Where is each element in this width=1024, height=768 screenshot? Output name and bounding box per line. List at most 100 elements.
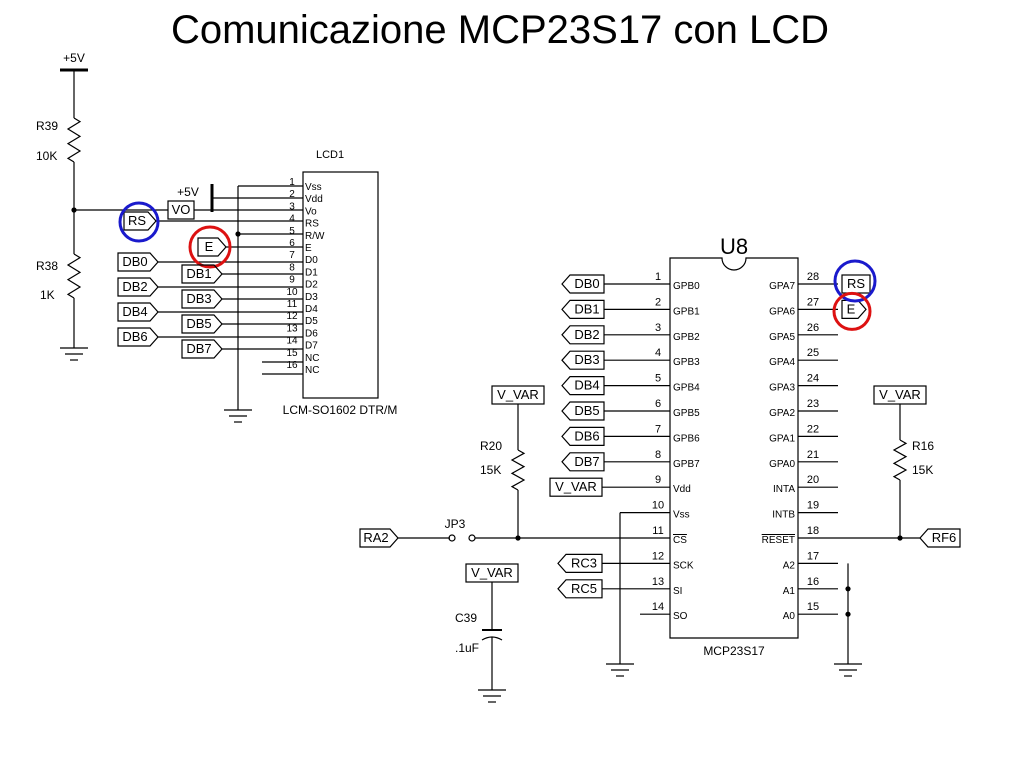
db-tag-mid-label: DB7 (186, 341, 211, 356)
r20-ref: R20 (480, 439, 502, 453)
lcd-pin-name: Vss (305, 182, 322, 193)
rf6-tag (919, 528, 961, 548)
lcd-pin-name: NC (305, 365, 319, 376)
mcp-left-pin-number: 11 (652, 525, 663, 537)
lcd-pin-number: 13 (286, 323, 298, 334)
mcp-part: MCP23S17 (703, 644, 765, 658)
lcd-pin-number: 4 (289, 214, 295, 225)
components (60, 68, 961, 703)
mcp-right-pin-name: GPA6 (769, 306, 795, 317)
lcd-pin-number: 15 (286, 348, 298, 359)
mcp-left-pin-number: 12 (652, 550, 664, 562)
r20-value: 15K (480, 463, 501, 477)
mcp-rc-tag (557, 553, 603, 574)
mcp-left-pin-number: 5 (655, 373, 661, 385)
ra2-tag (359, 528, 399, 548)
mcp-db-tag-label: DB1 (574, 301, 599, 316)
junction-dot (235, 231, 241, 237)
vvar-vdd-tag (549, 477, 603, 497)
mcp-right-pin-number: 17 (807, 550, 819, 562)
mcp-right-pin-name: GPA5 (769, 332, 795, 343)
mcp-right-pin-number: 22 (807, 423, 819, 435)
db-tag-mid-label: DB3 (186, 291, 211, 306)
highlight-ring-rs-mcp (833, 259, 877, 303)
mcp-left-pin-name: GPB1 (673, 306, 700, 317)
jumper-pin (468, 534, 476, 542)
lcd-pin-number: 10 (286, 287, 298, 298)
lcd-pin-name: D4 (305, 304, 318, 315)
lcd-pin-name: D3 (305, 292, 318, 303)
mcp-right-pin-number: 28 (807, 271, 819, 283)
e-tag-label: E (205, 239, 214, 254)
rf6-tag-label: RF6 (932, 530, 957, 545)
mcp-db-tag-label: DB2 (574, 327, 599, 342)
mcp-right-pin-name: A0 (783, 611, 796, 622)
lcd-pin-name: D5 (305, 316, 318, 327)
lcd-pin-name: RS (305, 219, 319, 230)
mcp-db-tag (561, 350, 605, 370)
slide-title: Comunicazione MCP23S17 con LCD (170, 8, 830, 52)
mcp-db-tag-label: DB7 (574, 454, 599, 469)
mcp-right-pin-name: GPA2 (769, 408, 795, 419)
db-tag-left-label: DB4 (122, 304, 147, 319)
vo-tag-label: VO (172, 202, 191, 217)
r16-resistor (892, 439, 908, 481)
lcd-pin-number: 11 (287, 299, 298, 310)
mcp-left-pin-number: 10 (652, 500, 664, 512)
mcp-left-pin-number: 4 (655, 347, 661, 359)
lcd-pin-name: NC (305, 353, 319, 364)
mcp-right-pin-number: 18 (807, 525, 819, 537)
junction-dot (845, 586, 851, 592)
vvar-cap-tag (465, 563, 519, 583)
db-tag-left (117, 277, 159, 297)
r16-ref: R16 (912, 439, 934, 453)
vvar-r16-tag-label: V_VAR (879, 387, 921, 402)
mcp-left-pin-name: GPB5 (673, 408, 700, 419)
mcp-left-pin-name: GPB4 (673, 383, 700, 394)
db-tag-mid-label: DB1 (186, 266, 211, 281)
mcp-ref: U8 (720, 234, 748, 259)
db-tag-mid (181, 264, 223, 284)
highlight-ring-e (188, 225, 232, 269)
lcd-pin-name: R/W (305, 231, 325, 242)
db-tag-left-label: DB2 (122, 279, 147, 294)
c39-value: .1uF (455, 641, 479, 655)
mcp-right-pin-number: 20 (807, 474, 819, 486)
lcd-pin-number: 2 (289, 189, 295, 200)
mcp-left-pin-number: 14 (652, 601, 664, 613)
mcp-rc-tag-label: RC3 (571, 555, 597, 570)
mcp-db-tag (561, 376, 605, 396)
supply-label: +5V (63, 51, 85, 65)
mcp-left-pin-number: 13 (652, 576, 664, 588)
mcp-left-pin-name: GPB7 (673, 459, 700, 470)
mcp-right-pin-name: GPA7 (769, 281, 795, 292)
db-tag-left (117, 302, 159, 322)
rs-tag-label: RS (128, 213, 146, 228)
mcp-db-tag (561, 401, 605, 421)
vo-tag (167, 200, 195, 220)
db-tag-left-label: DB0 (122, 254, 147, 269)
lcd-pin-number: 14 (286, 336, 298, 347)
mcp-right-pin-number: 27 (807, 296, 819, 308)
lcd-pin-name: D7 (305, 341, 318, 352)
c39-plate (481, 636, 503, 641)
mcp-db-tag-label: DB0 (574, 276, 599, 291)
mcp-left-pin-name: SO (673, 611, 688, 622)
mcp-right-pin-name: GPA0 (769, 459, 795, 470)
lcd-pin-number: 1 (289, 177, 295, 188)
mcp-left-pin-number: 3 (655, 322, 661, 334)
highlight-ring-e-mcp (832, 291, 872, 331)
labels: +5VR3910KR381KVORSE+5VDB0DB2DB4DB6DB1DB3… (36, 51, 956, 658)
mcp-right-pin-name: RESET (762, 535, 795, 546)
lcd-pin-name: D6 (305, 328, 318, 339)
mcp-db-tag (561, 452, 605, 472)
lcd-ref: LCD1 (316, 149, 344, 161)
r39-value: 10K (36, 149, 57, 163)
mcp-rc-tag (557, 579, 603, 599)
db-tag-left-label: DB6 (122, 329, 147, 344)
mcp-left-pin-name: GPB0 (673, 281, 700, 292)
mcp-right-pin-name: INTB (772, 510, 795, 521)
jumper-pin (448, 534, 456, 542)
mcp-right-pin-name: A1 (783, 586, 796, 597)
